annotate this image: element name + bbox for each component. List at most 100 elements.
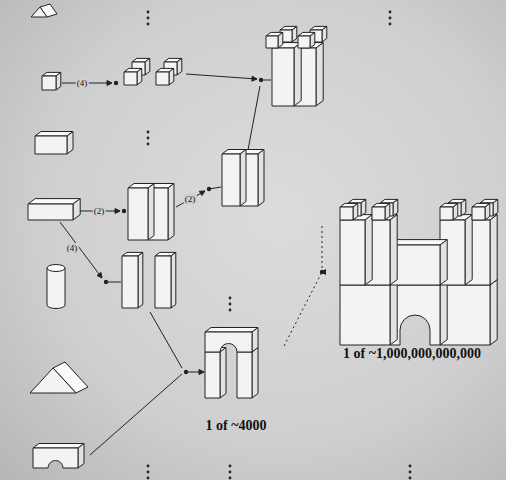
ellipsis-dot bbox=[389, 23, 392, 26]
result-figure: 1 of ~4000 bbox=[188, 318, 284, 436]
ellipsis-dot bbox=[409, 465, 412, 468]
block-side bbox=[138, 252, 143, 308]
block-front bbox=[266, 36, 278, 48]
ellipsis-dot bbox=[229, 471, 232, 474]
assembly-line bbox=[106, 282, 121, 283]
block-front bbox=[30, 368, 76, 393]
block-front bbox=[237, 352, 252, 398]
assembly-line bbox=[176, 191, 205, 207]
block-front bbox=[340, 220, 365, 285]
block-side bbox=[148, 184, 154, 241]
block-side bbox=[485, 203, 490, 220]
block-side bbox=[385, 203, 390, 220]
block-front bbox=[340, 285, 390, 345]
block-front bbox=[272, 48, 294, 106]
block-front bbox=[440, 207, 453, 220]
ellipsis-dot bbox=[147, 131, 150, 134]
block-side bbox=[73, 199, 80, 220]
block-side bbox=[316, 43, 323, 106]
block-side bbox=[361, 199, 366, 216]
block-side bbox=[137, 68, 142, 85]
block-side bbox=[168, 184, 174, 241]
assembly-line bbox=[322, 226, 323, 268]
block-front bbox=[340, 207, 353, 220]
arrow-head bbox=[199, 370, 204, 375]
block-front bbox=[205, 352, 220, 398]
block-side bbox=[322, 26, 327, 42]
block-side bbox=[365, 215, 372, 285]
block-front bbox=[33, 448, 78, 468]
block-side bbox=[145, 58, 150, 75]
block-side bbox=[252, 328, 258, 353]
figure-caption: 1 of ~4000 bbox=[188, 418, 284, 434]
count-label: (2) bbox=[93, 206, 106, 216]
assembly-line bbox=[209, 187, 221, 189]
block-front bbox=[156, 72, 169, 85]
count-label: (2) bbox=[184, 194, 197, 204]
block-front bbox=[128, 188, 148, 240]
ellipsis-dot bbox=[409, 477, 412, 480]
block-side bbox=[440, 280, 447, 345]
block-front bbox=[35, 136, 67, 154]
block-front bbox=[122, 256, 138, 308]
assembly-line bbox=[90, 374, 182, 455]
block-front bbox=[372, 207, 385, 220]
block-side bbox=[453, 203, 458, 220]
block-side bbox=[169, 68, 174, 85]
ellipsis-dot bbox=[147, 23, 150, 26]
block-front bbox=[205, 332, 252, 352]
block-side bbox=[390, 215, 397, 285]
arrow-head bbox=[252, 76, 257, 81]
block-top bbox=[205, 328, 258, 333]
cylinder-body bbox=[47, 268, 65, 309]
ellipsis-dot bbox=[389, 17, 392, 20]
block-side bbox=[258, 150, 264, 207]
block-front bbox=[31, 7, 47, 17]
block-side bbox=[67, 132, 73, 155]
block-side bbox=[461, 199, 466, 216]
arrow-head bbox=[199, 191, 205, 196]
ellipsis-dot bbox=[409, 471, 412, 474]
block-side bbox=[294, 43, 301, 106]
block-front bbox=[124, 72, 137, 85]
block-side bbox=[220, 348, 226, 399]
block-side bbox=[493, 199, 498, 216]
block-side bbox=[490, 280, 497, 345]
arrow-head bbox=[107, 81, 112, 86]
block-side bbox=[465, 215, 472, 285]
ellipsis-dot bbox=[147, 11, 150, 14]
block-top bbox=[28, 199, 80, 204]
ellipsis-dot bbox=[229, 297, 232, 300]
ellipsis-dot bbox=[229, 477, 232, 480]
ellipsis-dot bbox=[147, 137, 150, 140]
block-top bbox=[33, 444, 84, 449]
assembly-line bbox=[150, 312, 182, 368]
arrow-head bbox=[97, 273, 102, 279]
assembly-line bbox=[60, 222, 102, 278]
block-front bbox=[42, 76, 56, 90]
junction-dot bbox=[114, 81, 118, 85]
ellipsis-dot bbox=[229, 309, 232, 312]
block-side bbox=[310, 32, 315, 48]
ellipsis-dot bbox=[147, 477, 150, 480]
block-side bbox=[252, 348, 258, 399]
block-front bbox=[472, 207, 485, 220]
cylinder-top bbox=[47, 265, 65, 272]
ellipsis-dot bbox=[389, 11, 392, 14]
block-side bbox=[56, 72, 61, 90]
ellipsis-dot bbox=[229, 465, 232, 468]
ellipsis-dot bbox=[147, 465, 150, 468]
block-side bbox=[78, 444, 84, 469]
assembly-line bbox=[186, 74, 257, 79]
block-top bbox=[390, 240, 447, 245]
arrow-head bbox=[115, 209, 120, 214]
block-side bbox=[390, 280, 397, 345]
count-label: (4) bbox=[76, 78, 89, 88]
ellipsis-dot bbox=[147, 143, 150, 146]
block-front bbox=[155, 256, 171, 308]
block-side bbox=[278, 32, 283, 48]
figure-caption: 1 of ~1,000,000,000,000 bbox=[320, 346, 504, 362]
